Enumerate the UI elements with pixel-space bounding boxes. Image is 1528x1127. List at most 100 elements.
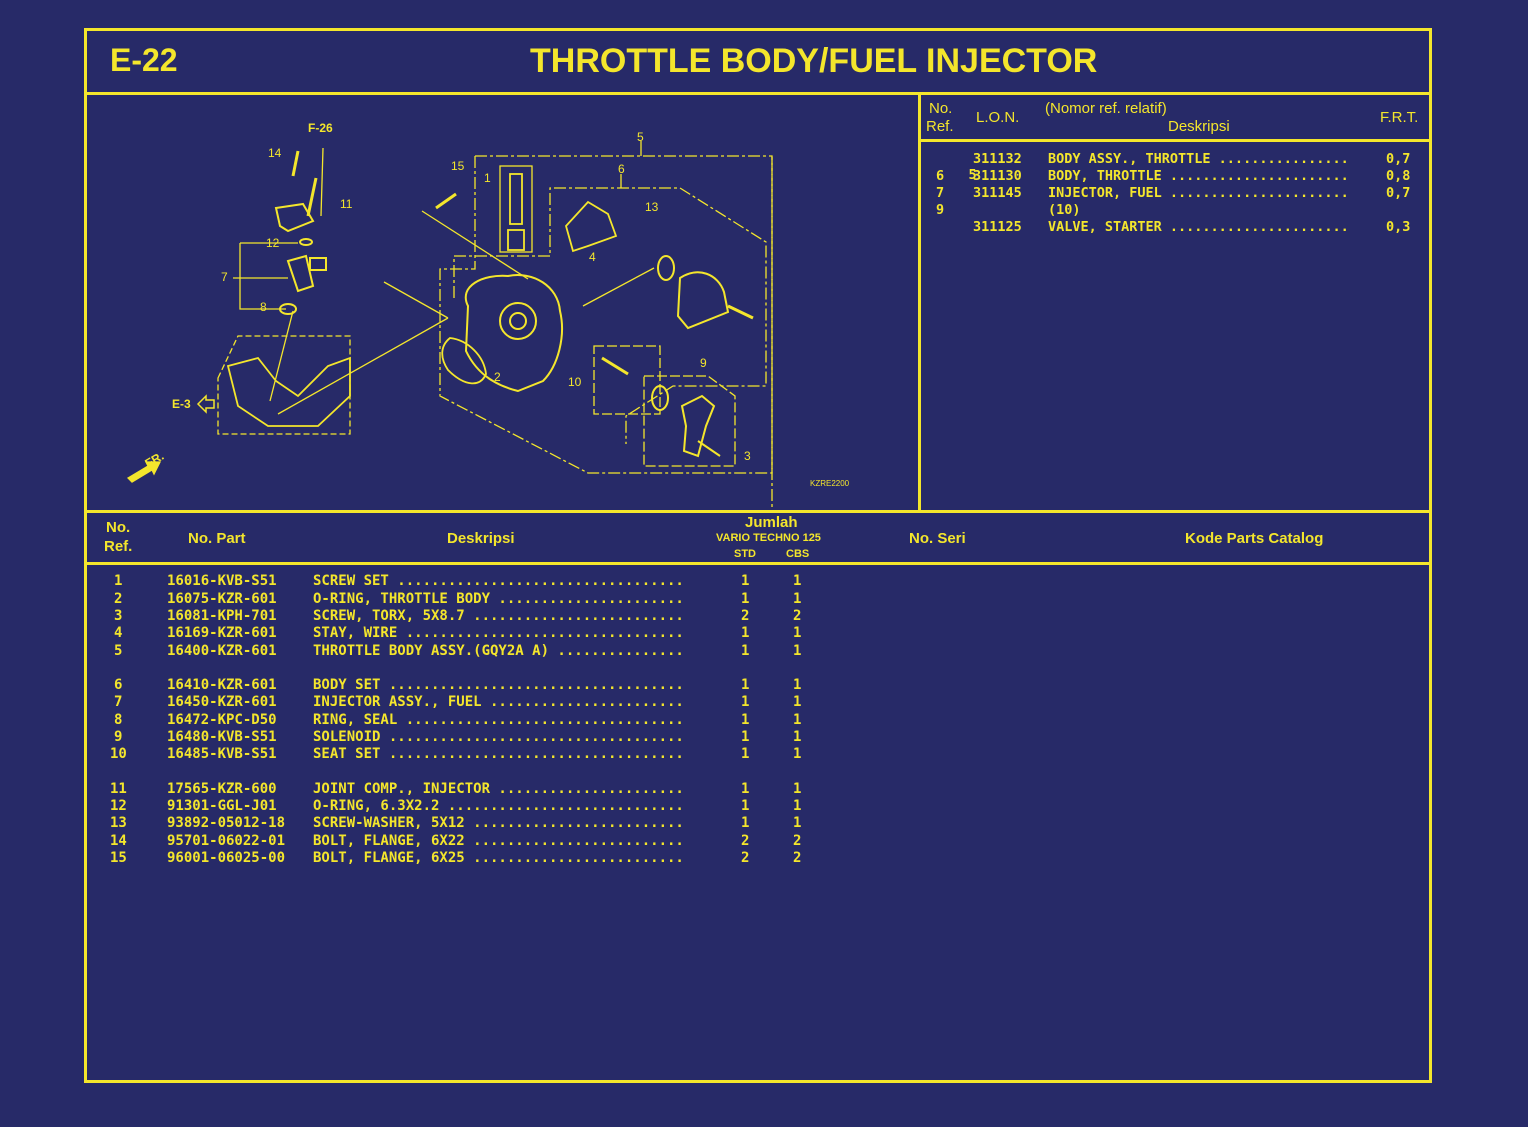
row-qty-cbs: 1: [793, 798, 802, 814]
callout-5: 5: [637, 130, 644, 144]
row-part-number: 16075-KZR-601: [167, 591, 277, 607]
row-qty-std: 1: [741, 815, 750, 831]
row-part-number: 16410-KZR-601: [167, 677, 277, 693]
lon-ref: 5: [968, 167, 977, 183]
lon-desc: VALVE, STARTER ......................: [1048, 219, 1349, 235]
row-description: SEAT SET ...............................…: [313, 746, 684, 762]
row-description: THROTTLE BODY ASSY.(GQY2A A) ...........…: [313, 643, 684, 659]
lon-code: 311130: [973, 168, 1022, 184]
row-qty-std: 1: [741, 591, 750, 607]
lon-header-description: Deskripsi: [1168, 118, 1230, 135]
page-frame: [84, 28, 1432, 1083]
callout-3: 3: [744, 449, 751, 463]
row-qty-std: 2: [741, 608, 750, 624]
parts-top-divider: [84, 510, 1432, 513]
row-ref: 7: [114, 694, 123, 710]
exploded-diagram: F-26 E-3 FR. 1 2 3 4 5 6 7 8 9 10 11 12 …: [88, 96, 918, 551]
row-qty-cbs: 1: [793, 729, 802, 745]
row-ref: 12: [110, 798, 127, 814]
callout-10: 10: [568, 375, 582, 389]
parts-header-model: VARIO TECHNO 125: [716, 532, 821, 544]
parts-header-cbs: CBS: [786, 548, 810, 560]
callout-4: 4: [589, 250, 596, 264]
parts-header-part-no: No. Part: [188, 530, 246, 547]
row-qty-cbs: 1: [793, 694, 802, 710]
ref-e3: E-3: [172, 397, 191, 411]
row-part-number: 16480-KVB-S51: [167, 729, 277, 745]
row-qty-std: 2: [741, 850, 750, 866]
row-ref: 15: [110, 850, 127, 866]
row-ref: 6: [114, 677, 123, 693]
callout-11: 11: [340, 197, 353, 211]
row-part-number: 16081-KPH-701: [167, 608, 277, 624]
lon-header-ref: Ref.: [926, 118, 954, 135]
row-ref: 1: [114, 573, 123, 589]
callout-6: 6: [618, 162, 625, 176]
row-description: RING, SEAL .............................…: [313, 712, 684, 728]
row-ref: 11: [110, 781, 127, 797]
row-qty-cbs: 1: [793, 573, 802, 589]
callout-8: 8: [260, 300, 267, 314]
row-qty-cbs: 1: [793, 815, 802, 831]
row-part-number: 17565-KZR-600: [167, 781, 277, 797]
lon-header-divider: [918, 139, 1432, 142]
row-ref: 2: [114, 591, 123, 607]
row-qty-cbs: 1: [793, 643, 802, 659]
row-description: BOLT, FLANGE, 6X22 .....................…: [313, 833, 684, 849]
row-qty-std: 1: [741, 573, 750, 589]
row-description: INJECTOR ASSY., FUEL ...................…: [313, 694, 684, 710]
row-part-number: 16016-KVB-S51: [167, 573, 277, 589]
row-description: O-RING, THROTTLE BODY ..................…: [313, 591, 684, 607]
section-code: E-22: [110, 42, 178, 78]
row-ref: 10: [110, 746, 127, 762]
row-ref: 3: [114, 608, 123, 624]
lon-desc: BODY ASSY., THROTTLE ................: [1048, 151, 1349, 167]
row-part-number: 91301-GGL-J01: [167, 798, 277, 814]
lon-header-frt: F.R.T.: [1380, 109, 1419, 126]
row-qty-std: 1: [741, 798, 750, 814]
row-part-number: 16472-KPC-D50: [167, 712, 277, 728]
row-part-number: 16450-KZR-601: [167, 694, 277, 710]
parts-header-ref: Ref.: [104, 538, 133, 555]
lon-header-lon: L.O.N.: [976, 109, 1020, 126]
lon-header-relative: (Nomor ref. relatif): [1045, 100, 1167, 117]
row-part-number: 16485-KVB-S51: [167, 746, 277, 762]
parts-header-qty: Jumlah: [745, 514, 798, 531]
row-qty-cbs: 1: [793, 677, 802, 693]
parts-header-no: No.: [106, 519, 131, 536]
row-description: BODY SET ...............................…: [313, 677, 684, 693]
lon-frt: 0,7: [1386, 185, 1411, 201]
diagram-divider: [918, 92, 921, 512]
lon-ref: 6: [936, 168, 945, 184]
row-description: BOLT, FLANGE, 6X25 .....................…: [313, 850, 684, 866]
parts-header-std: STD: [734, 548, 756, 560]
row-qty-cbs: 2: [793, 608, 802, 624]
lon-frt: 0,3: [1386, 219, 1411, 235]
row-description: SCREW, TORX, 5X8.7 .....................…: [313, 608, 684, 624]
ref-f26: F-26: [308, 121, 333, 135]
lon-desc: INJECTOR, FUEL ......................: [1048, 185, 1349, 201]
page-title: THROTTLE BODY/FUEL INJECTOR: [530, 42, 1098, 80]
row-qty-std: 1: [741, 712, 750, 728]
row-description: O-RING, 6.3X2.2 ........................…: [313, 798, 684, 814]
lon-header-no: No.: [929, 100, 953, 117]
parts-header-description: Deskripsi: [447, 530, 515, 547]
row-qty-cbs: 1: [793, 746, 802, 762]
lon-desc: (10): [1048, 202, 1081, 218]
row-ref: 8: [114, 712, 123, 728]
row-qty-cbs: 1: [793, 625, 802, 641]
parts-header-catalog-code: Kode Parts Catalog: [1185, 530, 1324, 547]
row-ref: 14: [110, 833, 127, 849]
callout-7: 7: [221, 270, 228, 284]
row-qty-std: 1: [741, 677, 750, 693]
parts-header-serial: No. Seri: [909, 530, 966, 547]
row-qty-std: 1: [741, 643, 750, 659]
row-part-number: 95701-06022-01: [167, 833, 286, 849]
row-ref: 5: [114, 643, 123, 659]
parts-header-divider: [84, 562, 1432, 565]
callout-9: 9: [700, 356, 707, 370]
row-description: SCREW-WASHER, 5X12 .....................…: [313, 815, 684, 831]
row-part-number: 16169-KZR-601: [167, 625, 277, 641]
callout-2: 2: [494, 370, 501, 384]
callout-15: 15: [451, 159, 465, 173]
